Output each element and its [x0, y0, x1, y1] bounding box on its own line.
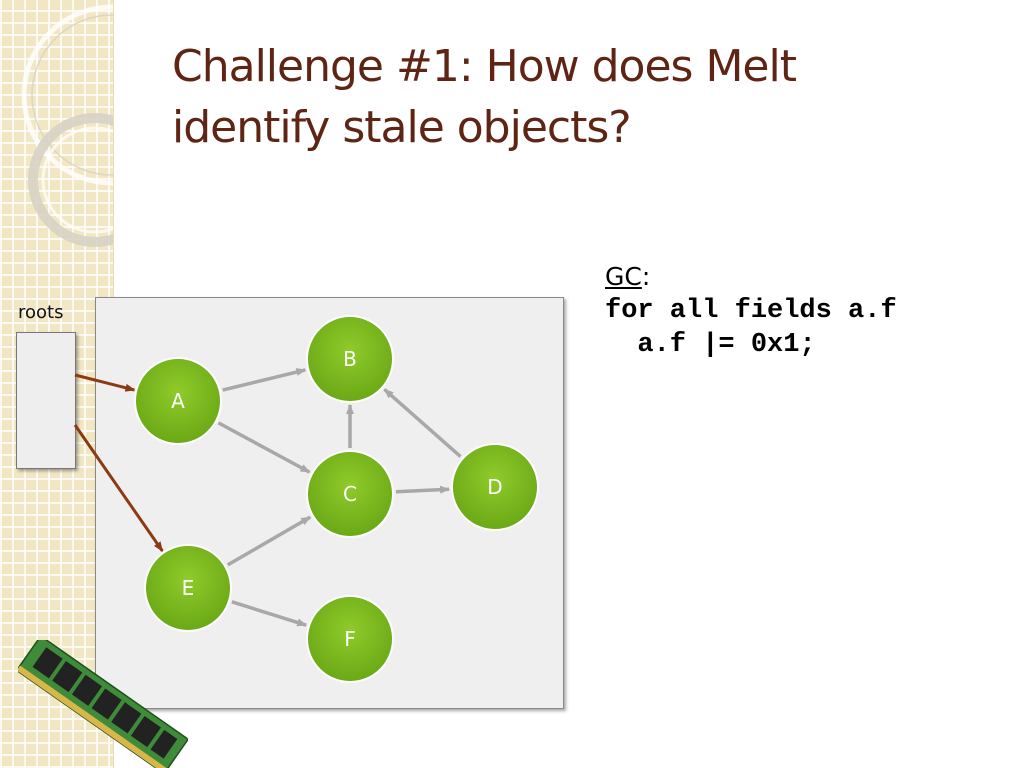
code-heading-suffix: : [641, 262, 651, 291]
code-line-1: for all fields a.f [605, 296, 897, 326]
node-label: B [343, 347, 357, 371]
edge-e-f [231, 600, 308, 627]
node-circle [134, 357, 222, 445]
node-circle [306, 450, 394, 538]
node-label: E [182, 576, 195, 600]
node-label: D [487, 475, 502, 499]
memory-module-image [18, 640, 188, 768]
node-c: C [306, 450, 394, 538]
edge-a-b [222, 368, 307, 392]
root-edge-a [74, 373, 136, 392]
edge-d-b [383, 388, 462, 458]
slide-title: Challenge #1: How does Melt identify sta… [172, 36, 992, 158]
node-a: A [134, 357, 222, 445]
gc-code-block: GC: for all fields a.f a.f |= 0x1; [605, 260, 1005, 362]
node-label: C [343, 482, 357, 506]
title-line-2: identify stale objects? [172, 102, 632, 153]
edge-a-c [217, 421, 311, 474]
node-label: A [171, 389, 185, 413]
decorative-circles [21, 4, 113, 247]
node-label: F [344, 627, 356, 651]
node-circle [144, 544, 232, 632]
node-e: E [144, 544, 232, 632]
code-line-2: a.f |= 0x1; [605, 330, 816, 360]
roots-label: roots [18, 302, 64, 323]
code-heading-label: GC [605, 262, 642, 291]
edge-e-c [226, 515, 312, 567]
node-f: F [306, 595, 394, 683]
node-circle [306, 315, 394, 403]
node-b: B [306, 315, 394, 403]
node-circle [451, 443, 539, 531]
edge-c-d [395, 485, 451, 494]
roots-box [16, 332, 76, 469]
code-heading: GC: [605, 260, 1005, 294]
node-circle [306, 595, 394, 683]
title-line-1: Challenge #1: How does Melt [172, 41, 797, 92]
node-d: D [451, 443, 539, 531]
root-edge-e [73, 424, 164, 552]
